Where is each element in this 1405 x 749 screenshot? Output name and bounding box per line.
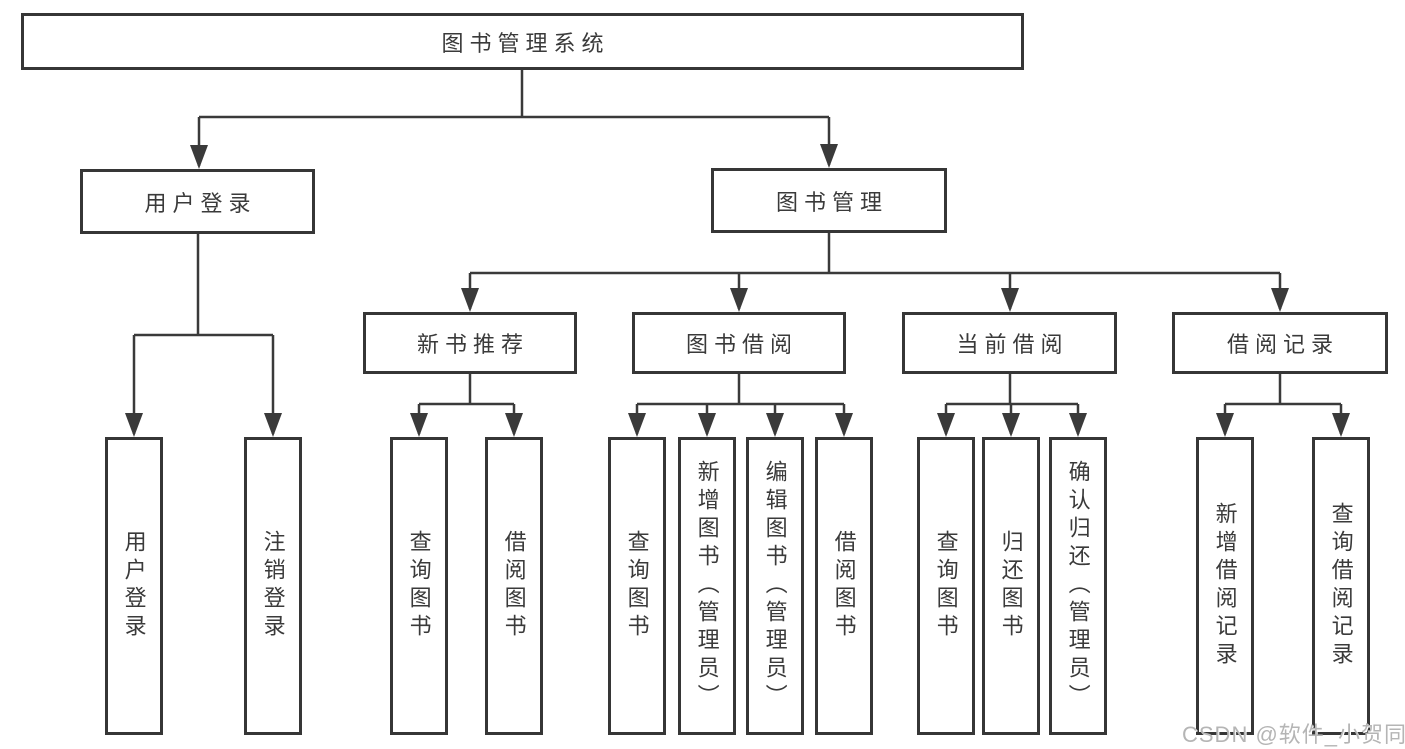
watermark: CSDN @软件_小贺同学 <box>1182 722 1405 747</box>
node-leaf-query-books-3: 查询图书 <box>917 437 975 735</box>
node-borrowing-records-label: 借阅记录 <box>1226 332 1339 357</box>
arrowheads <box>125 144 1350 437</box>
node-borrowing-records: 借阅记录 <box>1172 312 1388 374</box>
node-leaf-confirm-return-admin-label: 确认归还（管理员） <box>1065 460 1091 712</box>
node-root-label: 图书管理系统 <box>441 30 610 56</box>
node-leaf-query-books-1: 查询图书 <box>390 437 448 735</box>
connector-bookmgmt-to-level3 <box>468 232 1282 309</box>
node-leaf-query-books-3-label: 查询图书 <box>933 530 959 642</box>
node-leaf-user-login-label: 用户登录 <box>121 530 147 642</box>
node-leaf-logout-label: 注销登录 <box>260 530 286 642</box>
node-leaf-borrow-books-1-label: 借阅图书 <box>501 530 527 642</box>
node-leaf-logout: 注销登录 <box>244 437 302 735</box>
node-leaf-add-book-admin-label: 新增图书（管理员） <box>694 460 720 712</box>
node-user-login-label: 用户登录 <box>144 190 257 216</box>
node-leaf-add-borrow-record: 新增借阅记录 <box>1196 437 1254 735</box>
connector-newbook-to-leaves <box>417 373 516 434</box>
node-user-login: 用户登录 <box>80 169 315 234</box>
node-leaf-edit-book-admin-label: 编辑图书（管理员） <box>762 460 788 712</box>
connector-root-to-level2 <box>197 70 831 166</box>
node-leaf-query-borrow-record-label: 查询借阅记录 <box>1328 502 1354 670</box>
node-leaf-borrow-books-2: 借阅图书 <box>815 437 873 735</box>
node-leaf-add-book-admin: 新增图书（管理员） <box>678 437 736 735</box>
node-leaf-query-books-1-label: 查询图书 <box>406 530 432 642</box>
node-leaf-query-books-2: 查询图书 <box>608 437 666 735</box>
node-leaf-return-books: 归还图书 <box>982 437 1040 735</box>
node-leaf-borrow-books-1: 借阅图书 <box>485 437 543 735</box>
node-new-book-recommend-label: 新书推荐 <box>416 332 529 357</box>
node-leaf-edit-book-admin: 编辑图书（管理员） <box>746 437 804 735</box>
node-leaf-confirm-return-admin: 确认归还（管理员） <box>1049 437 1107 735</box>
node-leaf-add-borrow-record-label: 新增借阅记录 <box>1212 502 1238 670</box>
node-leaf-user-login: 用户登录 <box>105 437 163 735</box>
node-current-borrowing: 当前借阅 <box>902 312 1117 374</box>
node-book-management-label: 图书管理 <box>775 189 888 215</box>
node-new-book-recommend: 新书推荐 <box>363 312 577 374</box>
node-leaf-return-books-label: 归还图书 <box>998 530 1024 642</box>
node-book-borrowing: 图书借阅 <box>632 312 846 374</box>
node-root: 图书管理系统 <box>21 13 1024 70</box>
node-book-borrowing-label: 图书借阅 <box>685 332 798 357</box>
node-leaf-query-borrow-record: 查询借阅记录 <box>1312 437 1370 735</box>
connector-bookborrow-to-leaves <box>635 373 846 434</box>
node-book-management: 图书管理 <box>711 168 947 233</box>
node-current-borrowing-label: 当前借阅 <box>956 332 1069 357</box>
node-leaf-borrow-books-2-label: 借阅图书 <box>831 530 857 642</box>
connector-borrowrecord-to-leaves <box>1223 373 1343 434</box>
connector-userlogin-to-leaves <box>132 233 275 434</box>
node-leaf-query-books-2-label: 查询图书 <box>624 530 650 642</box>
